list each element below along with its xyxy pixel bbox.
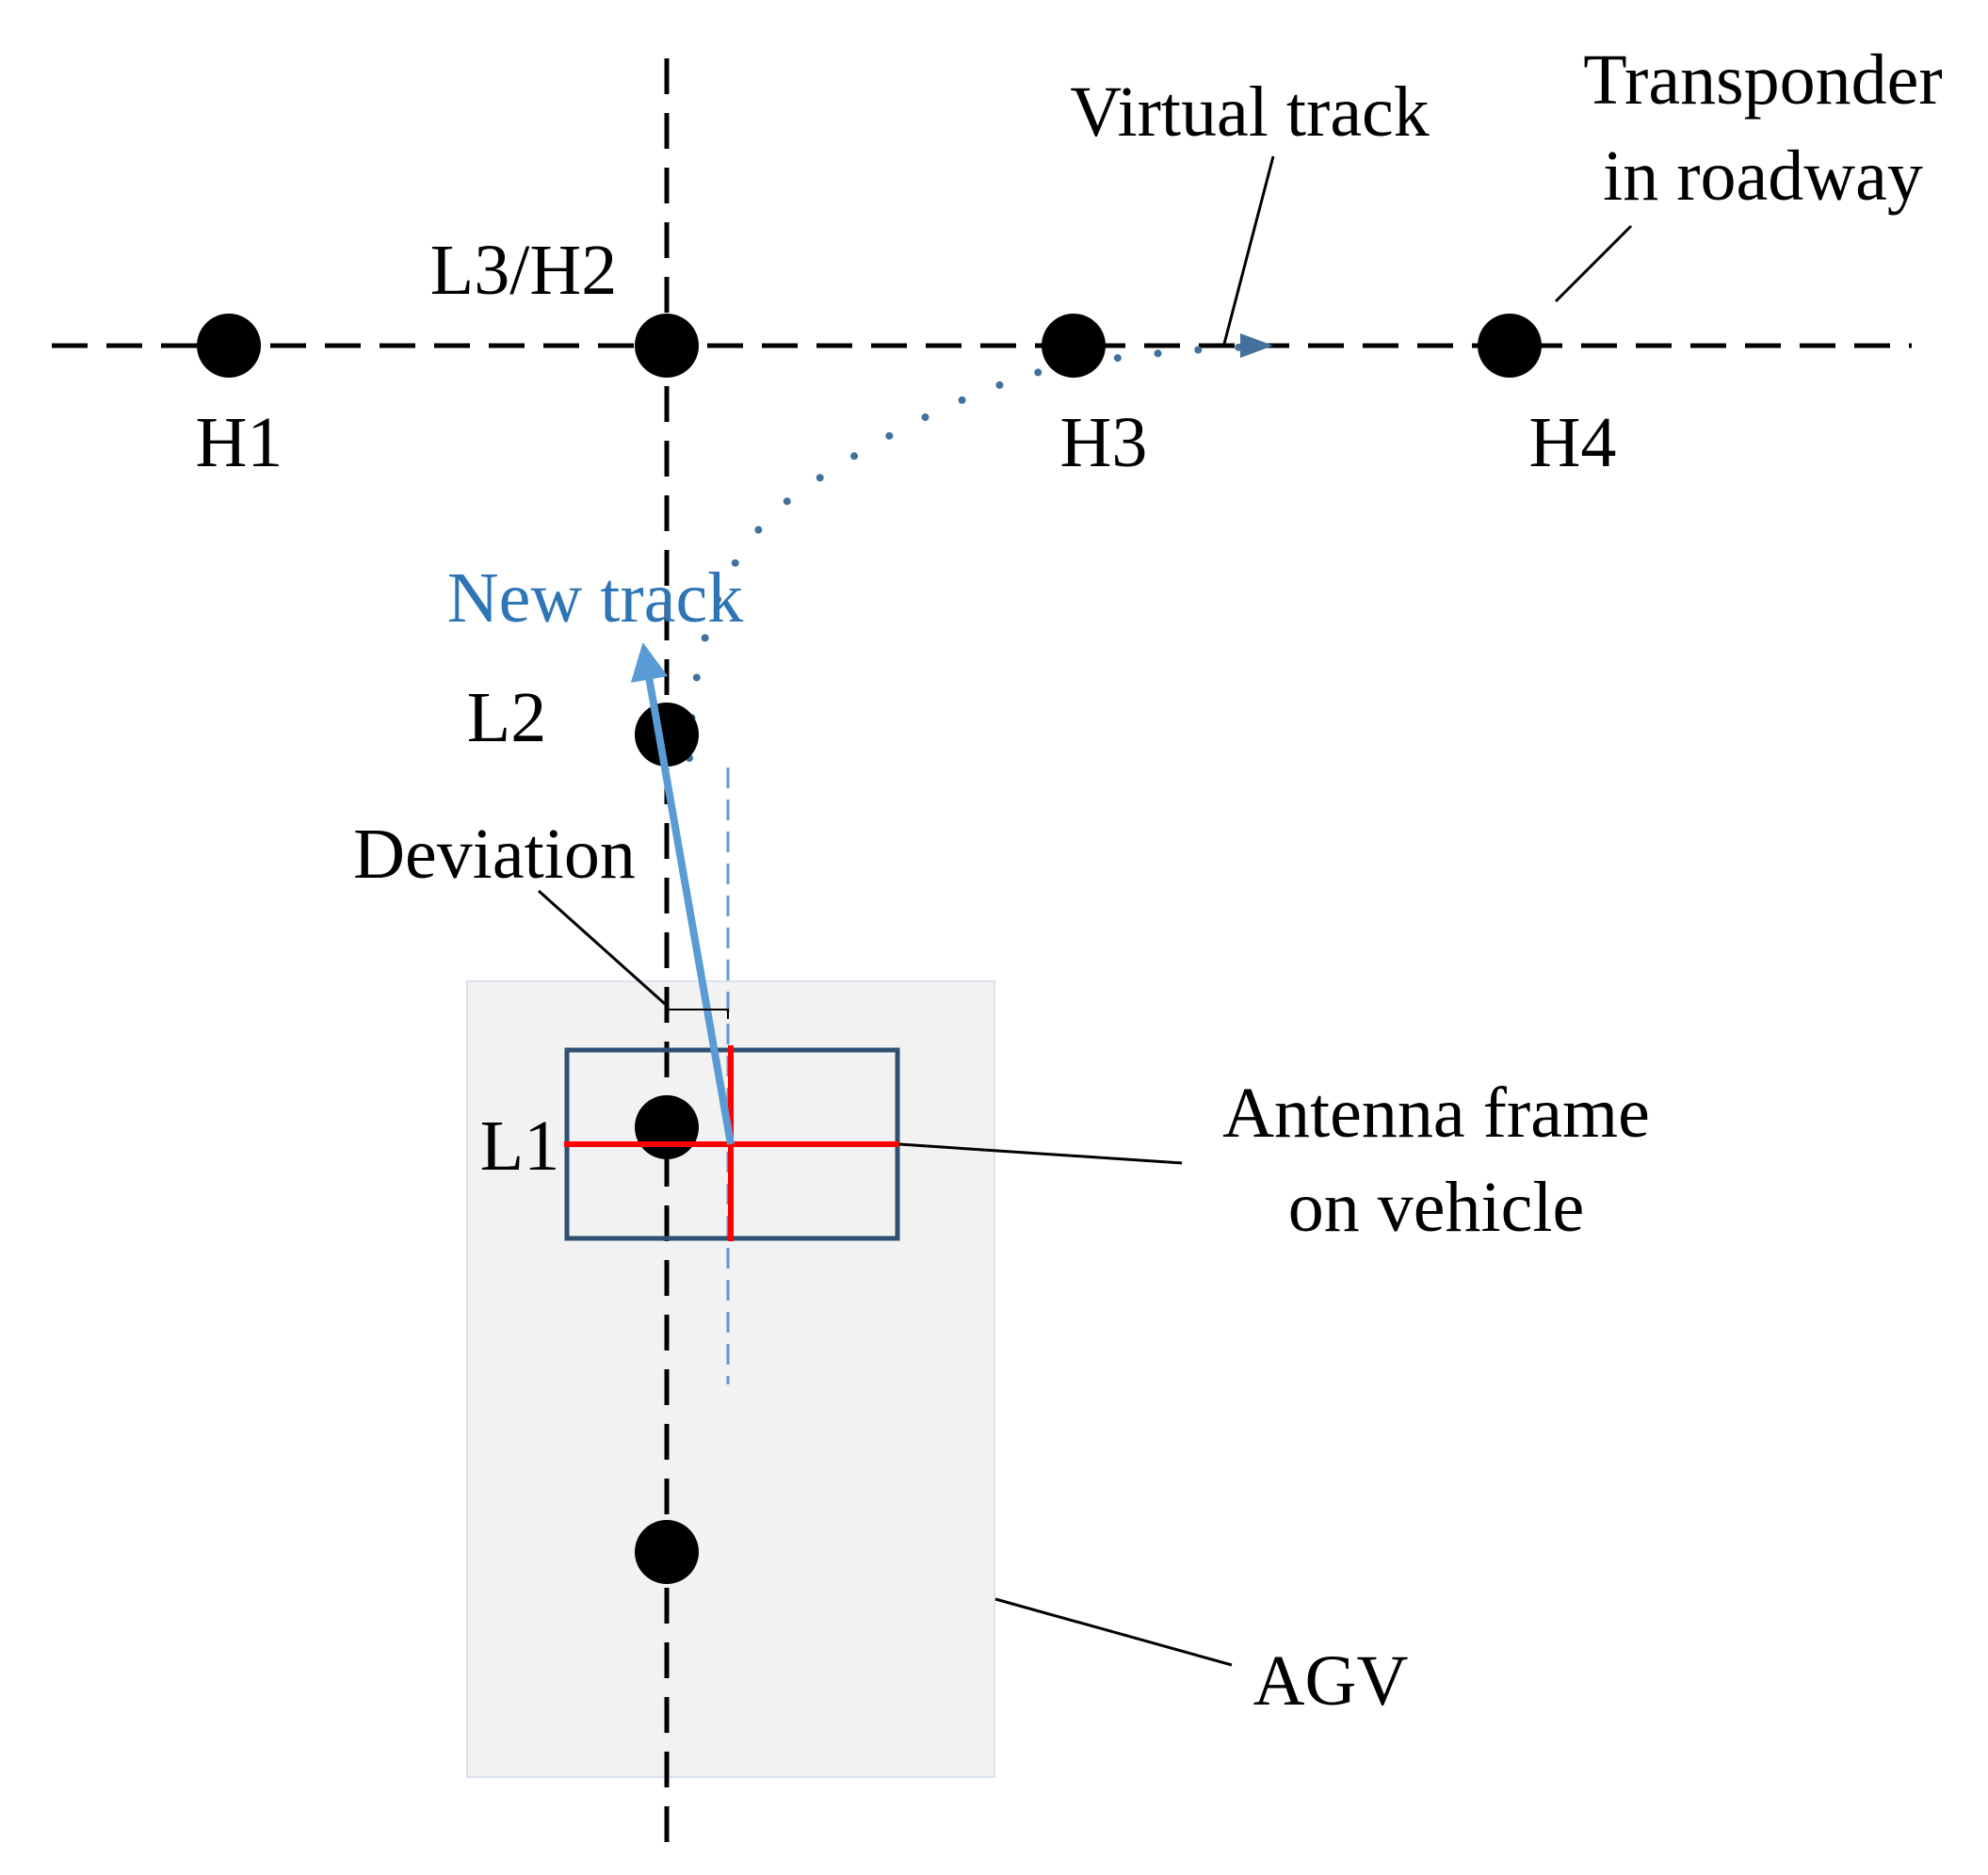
transponder-l2	[635, 703, 699, 767]
label-virtual-track: Virtual track	[1070, 73, 1430, 152]
label-deviation: Deviation	[353, 815, 636, 894]
label-antenna-line2: on vehicle	[1288, 1168, 1584, 1247]
transponder-l3-h2	[635, 314, 699, 378]
antenna-frame-leader	[898, 1142, 1183, 1165]
transponder-h1	[197, 314, 261, 378]
label-new-track: New track	[447, 558, 743, 638]
label-transponder-line1: Transponder	[1583, 40, 1942, 120]
label-h3: H3	[1060, 403, 1148, 482]
new-track-arrow	[630, 642, 735, 1145]
planned-path-dotted	[686, 343, 1261, 762]
label-h4: H4	[1529, 403, 1617, 482]
label-h1: H1	[196, 403, 283, 482]
agv-leader	[994, 1597, 1233, 1667]
label-agv: AGV	[1253, 1641, 1409, 1721]
transponder-h4	[1478, 314, 1542, 378]
planned-path-arrowhead	[1240, 333, 1273, 358]
transponder-h3	[1042, 314, 1106, 378]
label-l1: L1	[480, 1107, 559, 1186]
deviation-bracket	[666, 1009, 729, 1019]
label-antenna-line1: Antenna frame	[1222, 1074, 1650, 1153]
label-l3-h2: L3/H2	[430, 231, 617, 310]
transponder-l0	[635, 1520, 699, 1584]
virtual-track-leader	[1222, 155, 1275, 345]
deviation-leader	[537, 889, 667, 1006]
transponder-leader	[1554, 224, 1633, 303]
label-transponder-line2: in roadway	[1603, 137, 1923, 216]
transponder-l1	[635, 1095, 699, 1159]
label-l2: L2	[467, 678, 546, 757]
